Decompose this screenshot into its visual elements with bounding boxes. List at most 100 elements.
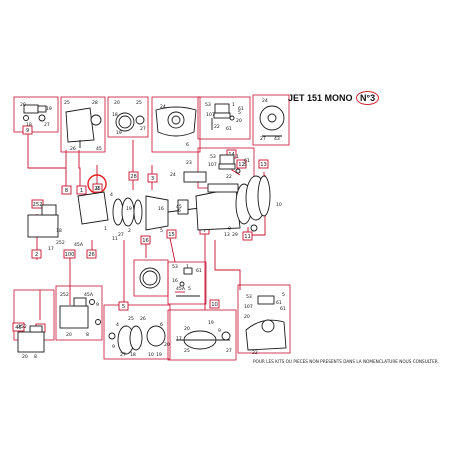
part-label-main-1: 24 bbox=[170, 172, 176, 178]
part-label-kit1-3: 45 bbox=[96, 146, 102, 152]
part-label-kit14_right-4: 5 bbox=[244, 162, 247, 168]
callout-28: 28 bbox=[130, 174, 137, 180]
part-label-kit6-8: 19 bbox=[156, 352, 162, 358]
part-label-kit28-3: 18 bbox=[112, 112, 118, 118]
callout-100: 100 bbox=[65, 252, 75, 258]
part-label-kit100-1: 45A bbox=[84, 292, 94, 298]
kit28-seals bbox=[115, 112, 145, 132]
kit11-fan bbox=[259, 105, 285, 137]
kit14-right bbox=[218, 154, 241, 174]
callout-15: 15 bbox=[168, 232, 175, 238]
part-label-kit1-2: 26 bbox=[70, 146, 76, 152]
part-label-kit15-1: 1 bbox=[186, 264, 189, 270]
part-label-kit3-0: 24 bbox=[160, 104, 166, 110]
callout-25: 25 bbox=[94, 186, 101, 192]
part-label-kit100-0: 252 bbox=[60, 292, 69, 298]
part-label-main-19: 13 bbox=[224, 232, 230, 238]
part-label-kit14_right-5: 22 bbox=[226, 174, 232, 180]
kit16-seal bbox=[139, 267, 161, 289]
part-label-kit14_top-6: 20 bbox=[236, 118, 242, 124]
part-label-kit6-0: 4 bbox=[116, 322, 119, 328]
part-label-kit252-0: 252 bbox=[18, 324, 27, 330]
part-label-main-13: 252 bbox=[56, 240, 65, 246]
part-label-kit1-1: 28 bbox=[92, 100, 98, 106]
part-label-main-8: 2 bbox=[128, 228, 131, 234]
callout-5: 5 bbox=[122, 304, 125, 310]
part-label-main-10: 16 bbox=[158, 206, 164, 212]
part-label-kit100-4: 8 bbox=[86, 332, 89, 338]
part-label-kit14_right-2: 61 bbox=[244, 158, 250, 164]
callout-11: 11 bbox=[244, 234, 251, 240]
kit9-parts bbox=[23, 104, 47, 122]
part-label-kit7-0: 20 bbox=[184, 326, 190, 332]
part-label-kit7-5: 27 bbox=[226, 348, 232, 354]
part-label-kit14_right-3: 107 bbox=[208, 162, 217, 168]
part-label-kit13-0: 53 bbox=[246, 294, 252, 300]
callout-9: 9 bbox=[26, 128, 29, 134]
part-label-kit3-1: 6 bbox=[186, 142, 189, 148]
callout-10: 10 bbox=[211, 302, 218, 308]
part-label-kit13-6: 22 bbox=[252, 350, 258, 356]
part-label-main-0: 23 bbox=[186, 160, 192, 166]
callout-3: 3 bbox=[151, 176, 154, 182]
part-label-kit100-2: 9 bbox=[96, 302, 99, 308]
part-label-main-6: 4 bbox=[110, 192, 113, 198]
part-label-kit7-4: 9 bbox=[218, 328, 221, 334]
part-label-kit6-2: 26 bbox=[140, 316, 146, 322]
callout-26: 26 bbox=[88, 252, 95, 258]
part-label-kit252-1: 20 bbox=[22, 354, 28, 360]
model-name: JET 151 MONO bbox=[288, 93, 353, 103]
part-label-kit14_top-7: 61 bbox=[226, 126, 232, 132]
part-label-kit14_top-4: 5 bbox=[238, 110, 241, 116]
part-label-main-11: 18 bbox=[56, 228, 62, 234]
part-label-kit13-4: 5 bbox=[282, 292, 285, 298]
part-label-kit7-3: 19 bbox=[208, 320, 214, 326]
part-label-kit6-1: 25 bbox=[128, 316, 134, 322]
part-label-kit6-4: 9 bbox=[112, 344, 115, 350]
part-drawings bbox=[17, 103, 287, 355]
part-label-kit15-4: 45A bbox=[176, 286, 186, 292]
part-label-kit14_right-0: 53 bbox=[210, 154, 216, 160]
part-label-kit28-0: 20 bbox=[114, 100, 120, 106]
kit252-parts bbox=[17, 325, 45, 353]
kit6-parts bbox=[108, 325, 166, 355]
part-label-main-2: 6 bbox=[178, 208, 181, 214]
part-label-kit11-0: 24 bbox=[262, 98, 268, 104]
part-label-kit28-1: 25 bbox=[136, 100, 142, 106]
part-label-kit14_top-5: 22 bbox=[214, 124, 220, 130]
part-label-kit6-3: 6 bbox=[160, 322, 163, 328]
part-label-kit9-0: 20 bbox=[20, 102, 26, 108]
part-label-kit14_top-3: 107 bbox=[206, 112, 215, 118]
part-label-main-15: 27 bbox=[118, 232, 124, 238]
model-number-circled: N°3 bbox=[356, 91, 380, 105]
part-label-kit100-3: 20 bbox=[66, 332, 72, 338]
part-label-kit9-3: 27 bbox=[44, 122, 50, 128]
part-label-kit15-0: 53 bbox=[172, 264, 178, 270]
part-label-main-20: 19 bbox=[126, 206, 132, 212]
part-label-kit6-7: 10 bbox=[148, 352, 154, 358]
part-label-main-5: 8 bbox=[96, 186, 99, 192]
diagram-title: JET 151 MONO N°3 bbox=[288, 91, 380, 105]
part-label-kit15-5: 5 bbox=[188, 286, 191, 292]
callout-2: 2 bbox=[35, 252, 38, 258]
part-label-main-4: 45 bbox=[176, 204, 182, 210]
footnote: POUR LES KITS OU PIECES NON PRESENTS DAN… bbox=[253, 359, 439, 364]
part-label-kit14_right-1: 1 bbox=[236, 154, 239, 160]
part-label-kit11-2: 43 bbox=[274, 136, 280, 142]
part-label-kit28-2: 19 bbox=[116, 130, 122, 136]
part-label-main-7: 1 bbox=[104, 226, 107, 232]
part-label-main-3: 29 bbox=[232, 232, 238, 238]
part-label-main-16: 9 bbox=[228, 226, 231, 232]
part-label-kit13-5: 20 bbox=[244, 314, 250, 320]
main-assembly bbox=[27, 171, 271, 238]
part-label-kit14_top-0: 53 bbox=[205, 102, 211, 108]
part-label-kit14_top-2: 61 bbox=[238, 106, 244, 112]
part-label-kit14_top-1: 1 bbox=[232, 102, 235, 108]
callout-252: 252 bbox=[33, 202, 43, 208]
kit1-volute bbox=[65, 107, 102, 148]
callout-8: 8 bbox=[65, 188, 68, 194]
part-label-kit9-1: 19 bbox=[46, 106, 52, 112]
part-label-kit6-5: 27 bbox=[120, 352, 126, 358]
callout-45: 45 bbox=[15, 325, 22, 331]
